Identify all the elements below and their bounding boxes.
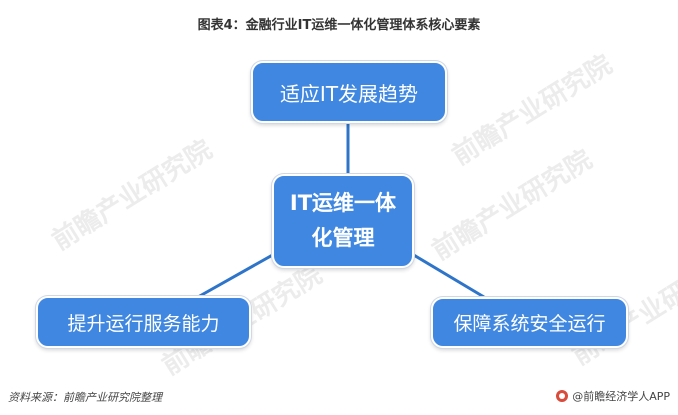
diagram-title: 图表4：金融行业IT运维一体化管理体系核心要素 [197,18,481,33]
connector-left [197,246,286,299]
qianzhan-logo-icon [556,390,569,402]
node-improve-service-capability: 提升运行服务能力 [36,296,251,348]
source-note: 资料来源：前瞻产业研究院整理 [8,391,162,404]
connector-right [401,246,485,299]
node-ensure-system-security: 保障系统安全运行 [431,297,628,348]
footer-brand: @前瞻经济学人APP [556,388,670,404]
node-adapt-it-trend: 适应IT发展趋势 [251,61,447,123]
node-it-ops-integrated-management: IT运维一体化管理 [272,174,414,268]
brand-text: @前瞻经济学人APP [572,390,670,403]
